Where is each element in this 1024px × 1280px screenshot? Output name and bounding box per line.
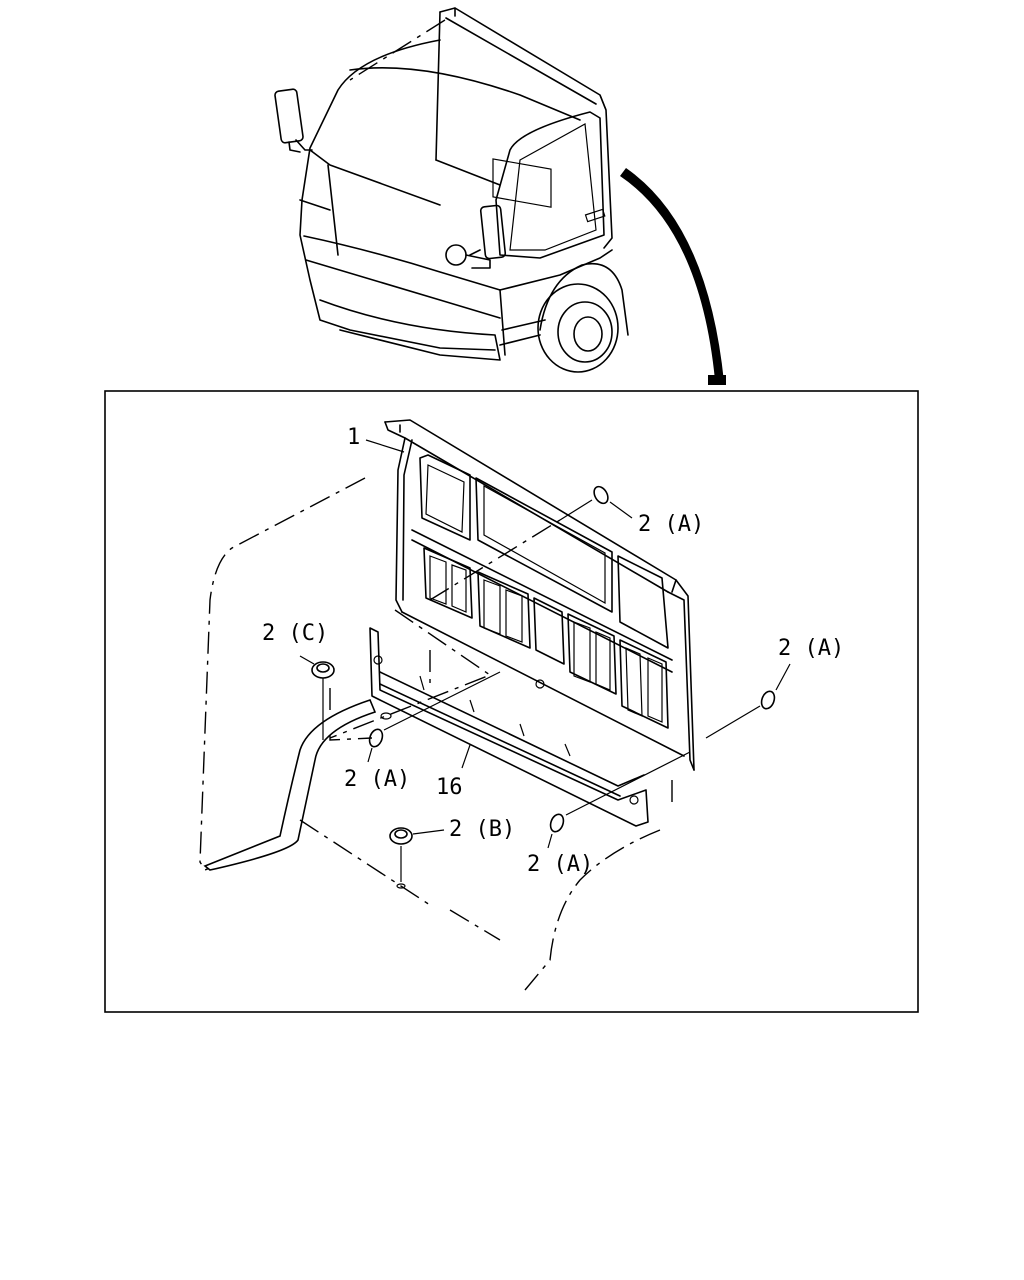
callout-part-1: 1 <box>347 425 360 450</box>
sill-part-16 <box>369 627 673 827</box>
rear-panel-part-1 <box>384 419 695 771</box>
callout-part-2b: 2 (B) <box>449 817 515 842</box>
callout-part-2a-bottom: 2 (A) <box>527 852 593 877</box>
callout-part-16: 16 <box>436 775 463 800</box>
detail-frame <box>104 390 919 1013</box>
callout-part-2a-left: 2 (A) <box>344 767 410 792</box>
callout-part-2c: 2 (C) <box>262 621 328 646</box>
floor-outline <box>199 477 661 991</box>
leader-arrow <box>620 168 724 382</box>
fasteners <box>299 485 791 889</box>
callout-part-2a-right: 2 (A) <box>778 636 844 661</box>
callout-part-2a-top: 2 (A) <box>638 512 704 537</box>
truck-cab-illustration <box>274 7 629 373</box>
